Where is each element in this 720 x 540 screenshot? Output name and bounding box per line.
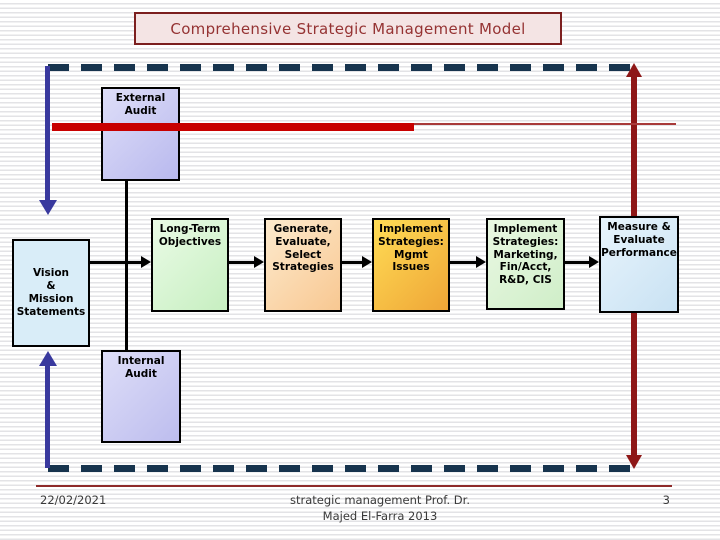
red-divider-thin-line	[414, 123, 676, 125]
box-implement-functional-label: Implement Strategies: Marketing, Fin/Acc…	[492, 223, 559, 287]
flow-arrow-4-line	[450, 261, 476, 264]
box-measure-evaluate: Measure & Evaluate Performance	[599, 216, 679, 313]
flow-arrow-1-line	[90, 261, 141, 264]
flow-arrow-5-line	[565, 261, 589, 264]
flow-arrow-3-head-icon	[362, 256, 372, 268]
feedback-arrow-right-up-icon	[626, 63, 642, 77]
flow-arrow-4-head-icon	[476, 256, 486, 268]
box-vision-mission: Vision & Mission Statements	[12, 239, 90, 347]
flow-arrow-1-head-icon	[141, 256, 151, 268]
arrow-down-icon	[39, 200, 57, 215]
box-external-audit: External Audit	[101, 87, 180, 181]
flow-arrow-2-head-icon	[254, 256, 264, 268]
feedback-arrow-left-bottom-line	[45, 365, 50, 468]
footer-credit-line2: Majed El-Farra 2013	[322, 508, 438, 523]
dashed-boundary-bottom	[48, 465, 634, 472]
box-long-term-objectives: Long-Term Objectives	[151, 218, 229, 312]
feedback-arrow-right-down-icon	[626, 455, 642, 469]
footer-date: 22/02/2021	[40, 493, 107, 507]
box-internal-audit-label: Internal Audit	[117, 355, 165, 380]
red-divider-thick-line	[52, 123, 414, 131]
box-external-audit-label: External Audit	[115, 92, 166, 117]
footer-credit-line1: strategic management Prof. Dr.	[290, 493, 470, 507]
flow-arrow-3-line	[342, 261, 362, 264]
audit-connector-line	[125, 181, 128, 350]
box-implement-mgmt: Implement Strategies: Mgmt Issues	[372, 218, 450, 312]
arrow-up-icon	[39, 351, 57, 366]
flow-arrow-2-line	[229, 261, 254, 264]
feedback-arrow-left-top-line	[45, 66, 50, 200]
footer-page-number: 3	[662, 493, 670, 507]
box-measure-evaluate-label: Measure & Evaluate Performance	[601, 221, 677, 259]
footer-credit: strategic management Prof. Dr. Majed El-…	[200, 493, 560, 524]
box-vision-mission-label: Vision & Mission Statements	[16, 267, 86, 318]
flow-arrow-5-head-icon	[589, 256, 599, 268]
slide-title-box: Comprehensive Strategic Management Model	[134, 12, 562, 45]
box-implement-mgmt-label: Implement Strategies: Mgmt Issues	[378, 223, 444, 274]
box-generate-strategies-label: Generate, Evaluate, Select Strategies	[272, 223, 334, 274]
footer-divider-line	[36, 485, 672, 487]
box-long-term-objectives-label: Long-Term Objectives	[158, 223, 222, 248]
box-implement-functional: Implement Strategies: Marketing, Fin/Acc…	[486, 218, 565, 310]
box-generate-strategies: Generate, Evaluate, Select Strategies	[264, 218, 342, 312]
slide-title: Comprehensive Strategic Management Model	[170, 19, 526, 38]
dashed-boundary-top	[48, 64, 634, 71]
box-internal-audit: Internal Audit	[101, 350, 181, 443]
